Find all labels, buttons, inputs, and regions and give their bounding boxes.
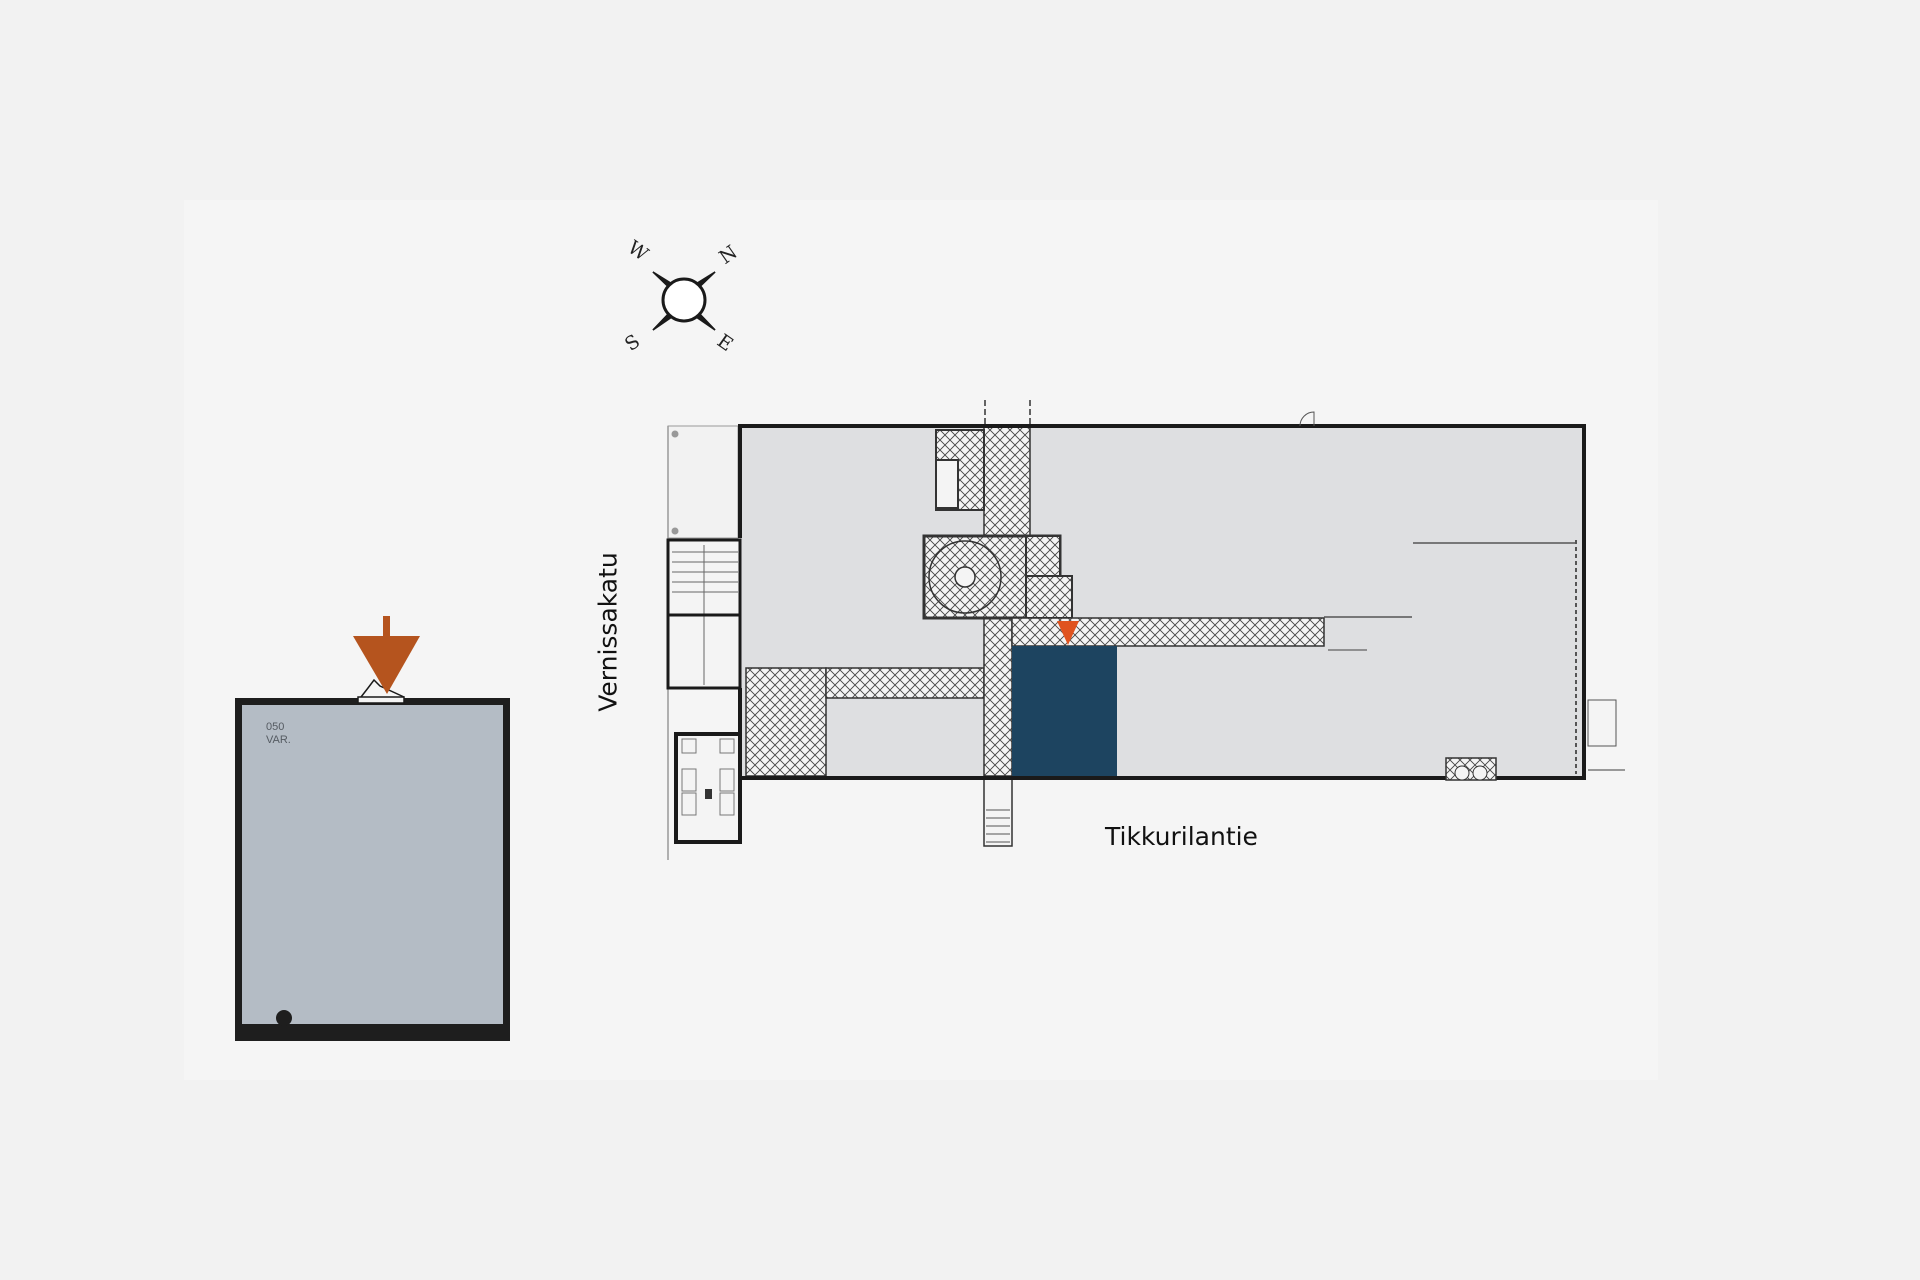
entrance-arrow-icon xyxy=(353,616,420,694)
unit-marker-dot xyxy=(276,1010,292,1026)
compass-rose-icon xyxy=(652,271,716,331)
unit-label: 050 VAR. xyxy=(266,721,291,747)
unit-detail-box: 050 VAR. xyxy=(235,698,510,1041)
highlighted-unit[interactable] xyxy=(1012,646,1117,776)
entrance-marker-icon xyxy=(1057,621,1079,645)
street-label-tikkurilantie: Tikkurilantie xyxy=(1105,822,1258,851)
unit-number: 050 xyxy=(266,721,285,733)
compass: W N S E xyxy=(620,232,750,362)
unit-type: VAR. xyxy=(266,734,291,746)
